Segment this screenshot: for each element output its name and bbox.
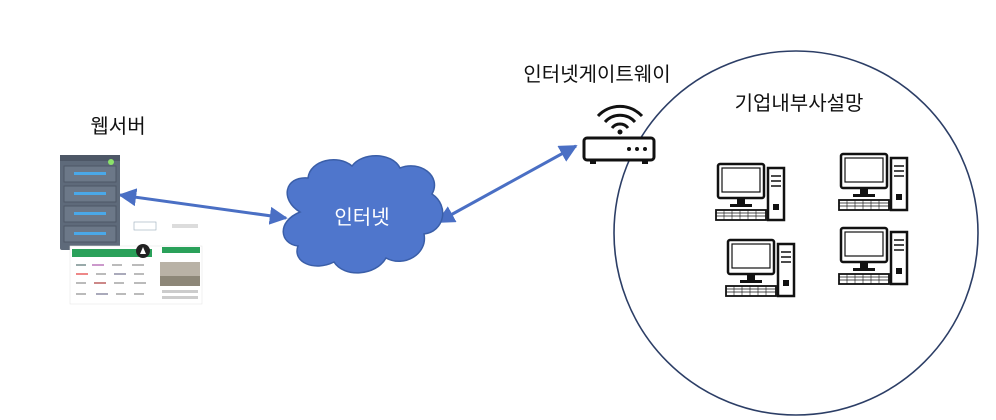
web-page-thumbnail bbox=[69, 221, 203, 305]
server-icon bbox=[60, 155, 120, 250]
label-internet: 인터넷 bbox=[334, 205, 389, 229]
desktop-computer-icon bbox=[724, 238, 796, 298]
label-web-server: 웹서버 bbox=[90, 114, 145, 138]
desktop-computer-icon bbox=[837, 152, 909, 212]
wifi-router-icon bbox=[582, 104, 656, 164]
label-internal-network: 기업내부사설망 bbox=[735, 91, 864, 115]
link-webserver-internet bbox=[118, 188, 288, 225]
cloud-icon bbox=[282, 155, 444, 274]
link-internet-gateway bbox=[436, 144, 578, 224]
label-internet-gateway: 인터넷게이트웨이 bbox=[523, 62, 670, 86]
desktop-computer-icon bbox=[714, 162, 786, 222]
desktop-computer-icon bbox=[837, 226, 909, 286]
internal-network-boundary bbox=[613, 50, 979, 416]
